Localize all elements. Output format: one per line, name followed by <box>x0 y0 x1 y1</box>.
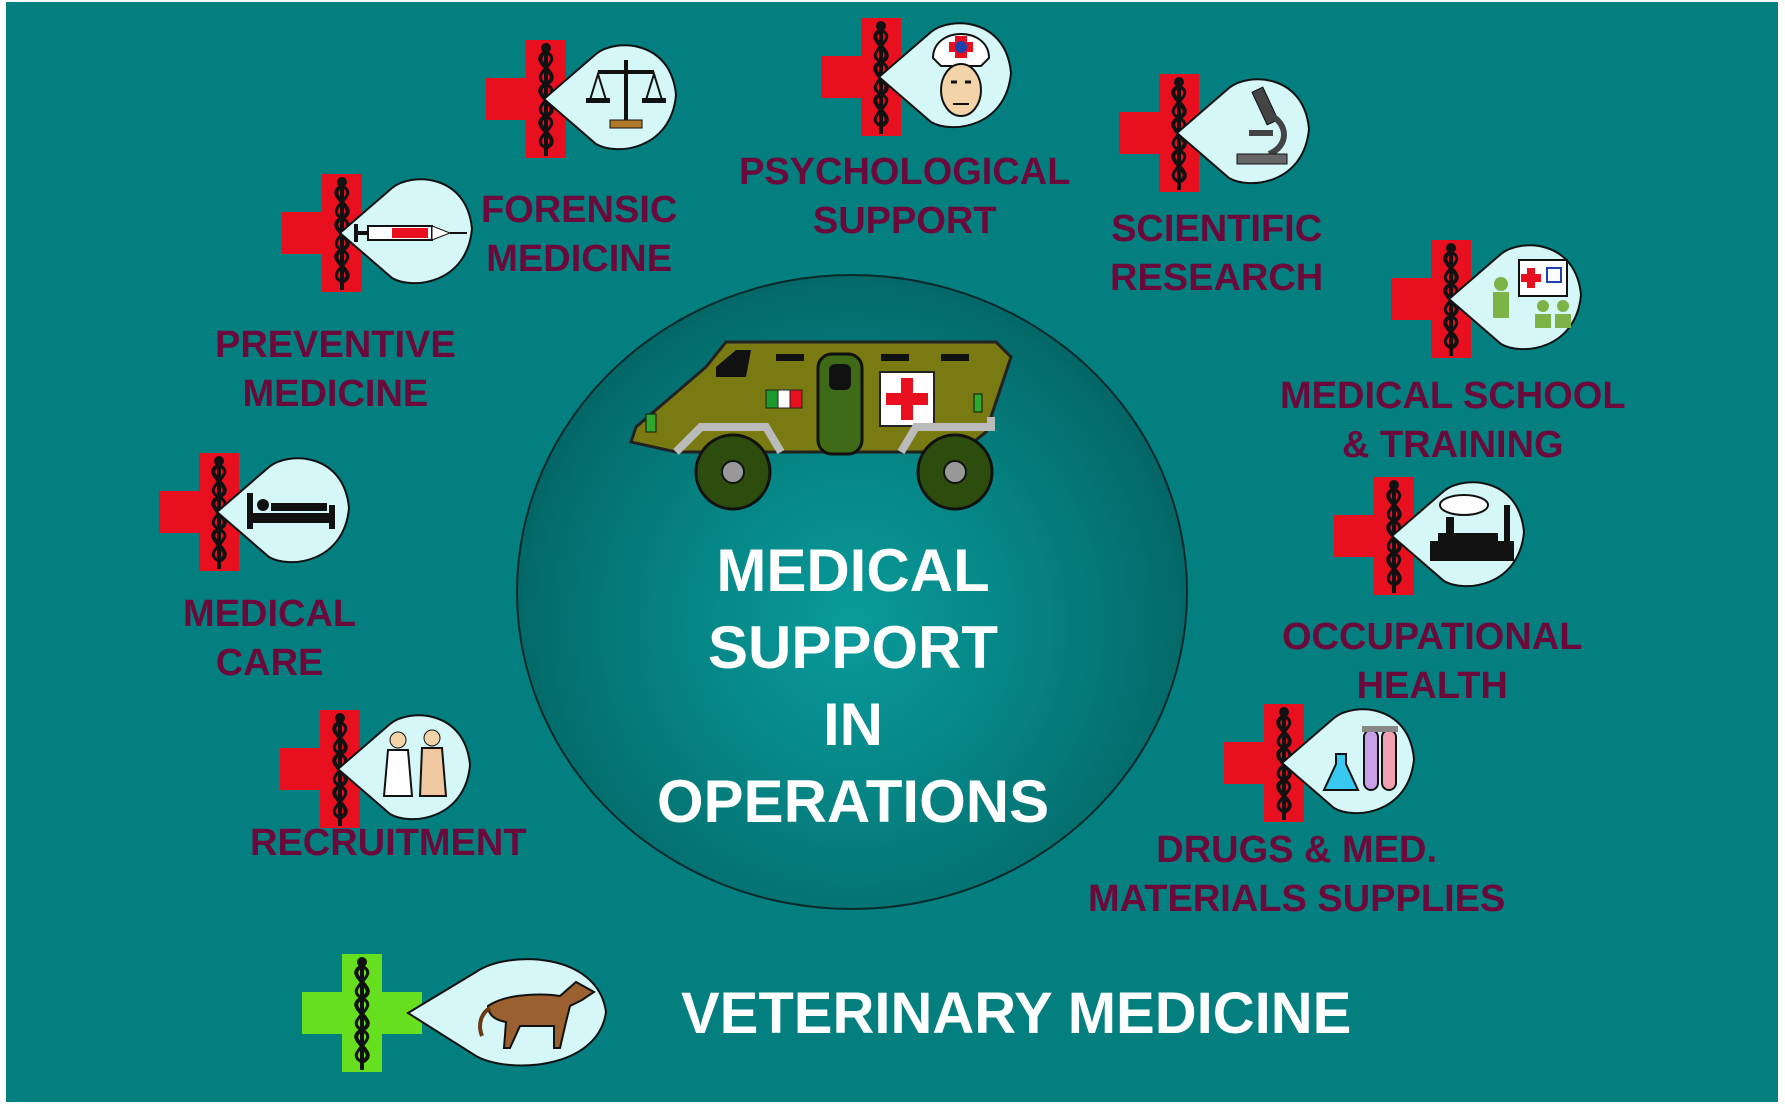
center-title-line: MEDICAL <box>716 537 990 604</box>
label-line: OCCUPATIONAL <box>1282 616 1583 658</box>
label-line: MEDICINE <box>486 238 673 280</box>
label-recruitment: RECRUITMENT <box>250 819 527 868</box>
test-tubes-icon <box>1322 726 1398 791</box>
label-scientific-research: SCIENTIFIC RESEARCH <box>1110 205 1323 303</box>
hospital-bed-icon <box>247 493 335 529</box>
center-title: MEDICAL SUPPORT IN OPERATIONS <box>566 532 1140 840</box>
label-psychological-support: PSYCHOLOGICAL SUPPORT <box>739 148 1070 246</box>
label-medical-school-training: MEDICAL SCHOOL & TRAINING <box>1280 372 1626 470</box>
label-line: RESEARCH <box>1110 257 1324 299</box>
psychological-support-icon-group <box>821 18 1021 138</box>
label-occupational-health: OCCUPATIONAL HEALTH <box>1282 613 1582 711</box>
center-title-line: IN <box>823 691 883 758</box>
microscope-icon <box>1236 86 1288 165</box>
diagram-canvas: MEDICAL SUPPORT IN OPERATIONS <box>6 2 1778 1102</box>
recruitment-icon-group <box>280 710 480 830</box>
armored-ambulance-icon <box>616 332 1026 522</box>
scales-icon <box>586 60 666 129</box>
label-medical-care: MEDICAL CARE <box>183 590 356 688</box>
forensic-medicine-icon-group <box>486 40 686 160</box>
label-line: PSYCHOLOGICAL <box>739 151 1071 193</box>
label-veterinary-medicine: VETERINARY MEDICINE <box>681 981 1352 1046</box>
preventive-medicine-icon-group <box>282 174 482 294</box>
label-line: MEDICAL SCHOOL <box>1280 375 1626 417</box>
label-line: SUPPORT <box>812 200 997 242</box>
label-line: SCIENTIFIC <box>1111 208 1323 250</box>
label-forensic-medicine: FORENSIC MEDICINE <box>481 186 677 284</box>
label-line: MATERIALS SUPPLIES <box>1088 878 1506 920</box>
label-line: HEALTH <box>1356 665 1508 707</box>
classroom-icon <box>1493 259 1571 328</box>
syringe-icon <box>354 224 467 242</box>
label-line: MEDICAL <box>183 593 357 635</box>
label-drugs-supplies: DRUGS & MED. MATERIALS SUPPLIES <box>1088 826 1505 924</box>
horse-icon <box>478 980 596 1049</box>
center-title-line: OPERATIONS <box>656 768 1050 835</box>
label-line: DRUGS & MED. <box>1156 829 1438 871</box>
label-line: CARE <box>215 642 324 684</box>
doctor-patient-icon <box>382 729 448 797</box>
label-preventive-medicine: PREVENTIVE MEDICINE <box>215 321 456 419</box>
medical-care-icon-group <box>159 453 359 573</box>
scientific-research-icon-group <box>1119 74 1319 194</box>
label-line: & TRAINING <box>1341 424 1564 466</box>
center-title-line: SUPPORT <box>707 614 999 681</box>
medical-school-icon-group <box>1391 240 1591 360</box>
label-line: MEDICINE <box>242 373 429 415</box>
label-line: RECRUITMENT <box>250 822 527 864</box>
factory-icon <box>1430 494 1514 561</box>
label-line: PREVENTIVE <box>215 324 456 366</box>
label-line: FORENSIC <box>481 189 678 231</box>
drugs-supplies-icon-group <box>1224 704 1424 824</box>
medic-face-icon <box>931 33 991 117</box>
occupational-health-icon-group <box>1334 477 1534 597</box>
veterinary-medicine-icon-group <box>298 952 628 1074</box>
